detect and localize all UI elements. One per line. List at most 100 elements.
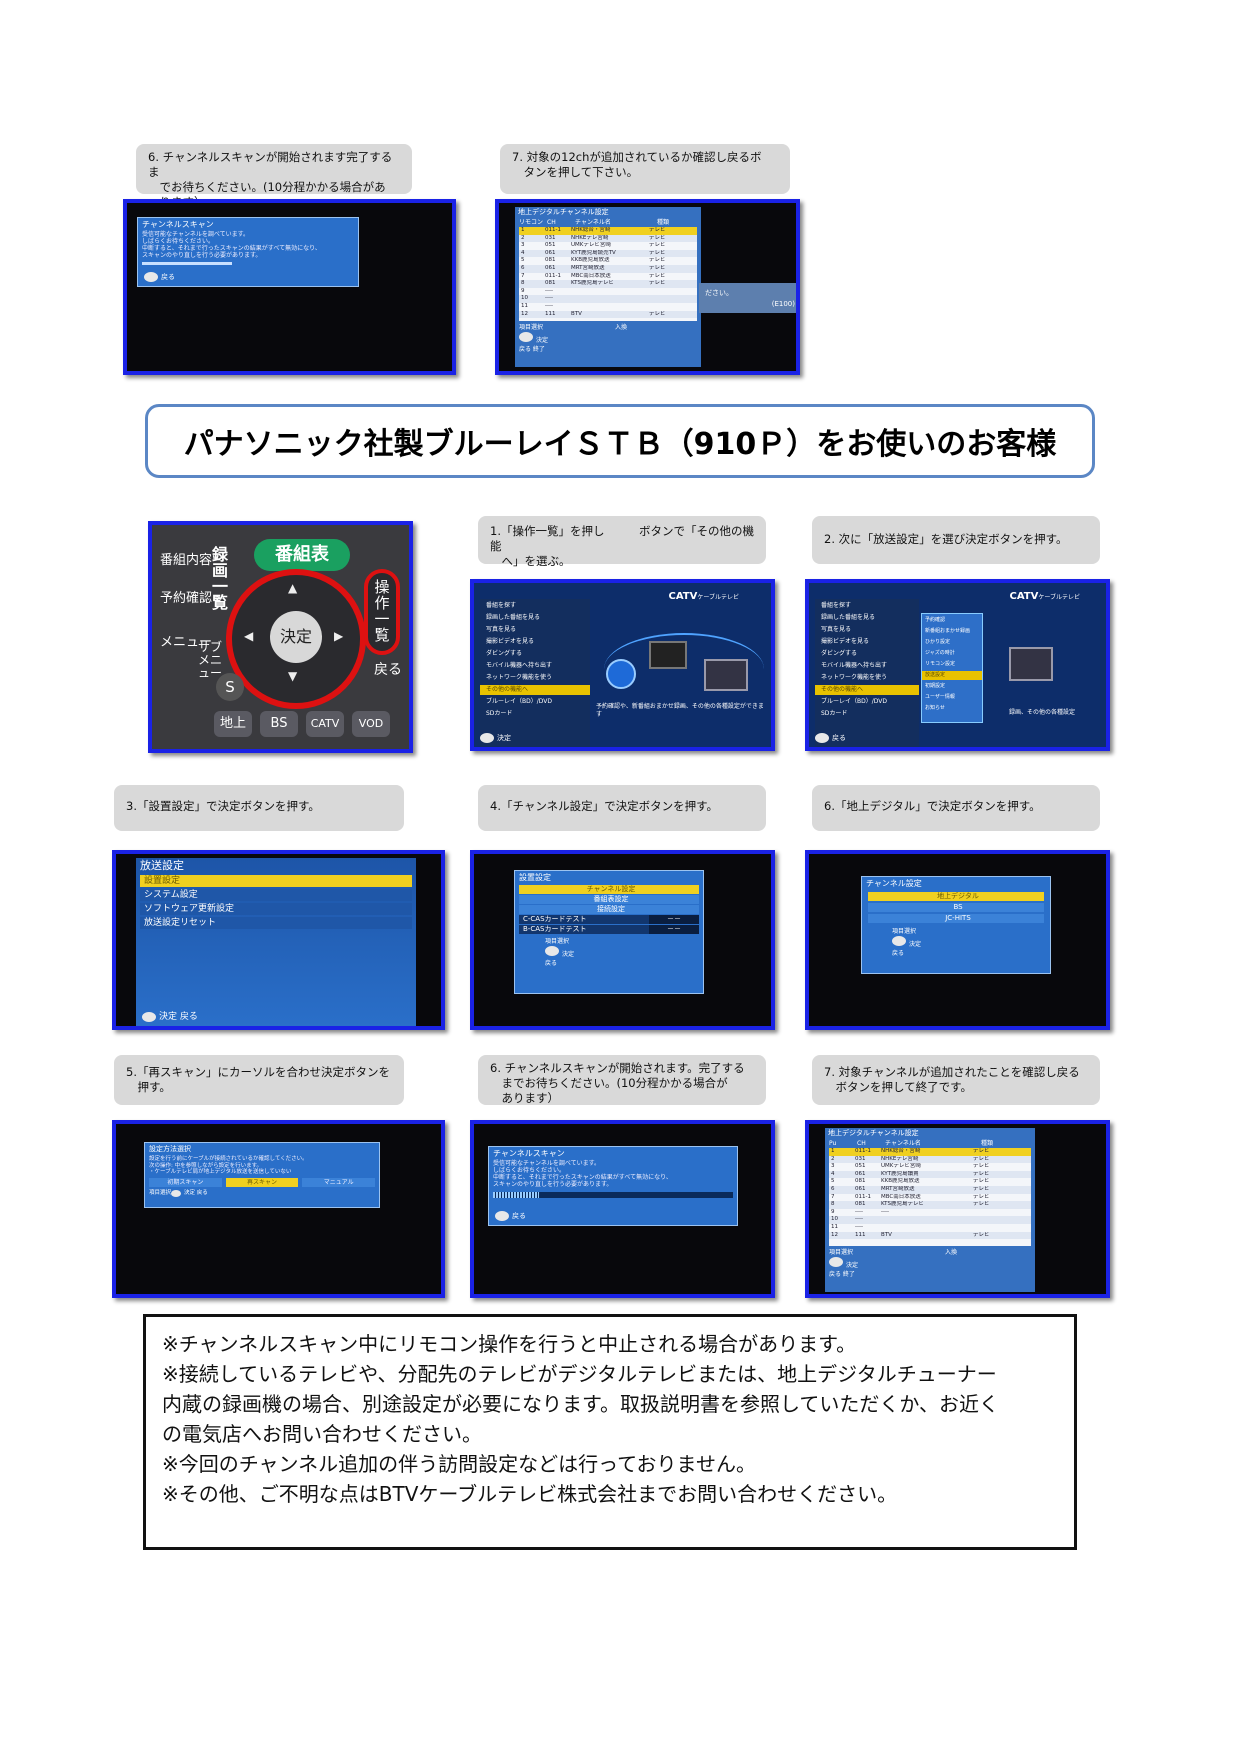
installation-settings-item[interactable]: C-CASカードテスト <box>519 915 649 924</box>
menu-item[interactable]: ブルーレイ（BD）/DVD <box>486 698 552 705</box>
broadcast-settings-item[interactable]: 放送設定リセット <box>140 917 412 929</box>
channel-ch: 031 <box>545 234 556 241</box>
installation-settings-item[interactable]: 接続設定 <box>519 905 699 914</box>
note-3: ※今回のチャンネル追加の伴う訪問設定などは行っておりません。 <box>162 1452 756 1476</box>
installation-settings-item[interactable]: 番組表設定 <box>519 895 699 904</box>
menu-item[interactable]: 番組を探す <box>486 602 517 609</box>
menu-item[interactable]: 写真を見る <box>821 626 852 633</box>
submenu-item[interactable]: ユーザー情報 <box>925 694 955 700</box>
remote-broadcast-buttons: 地上 BS CATV VOD <box>214 711 390 737</box>
submenu-item[interactable]: 放送設定 <box>922 671 982 680</box>
submenu-item[interactable]: ジャズの時計 <box>925 650 955 656</box>
remote-bs-button[interactable]: BS <box>260 711 298 737</box>
screenshot-submenu: 番組を探す録画した番組を見る写真を見る撮影ビデオを見るダビングするモバイル機器へ… <box>805 579 1110 751</box>
menu-item[interactable]: SDカード <box>821 710 848 717</box>
menu-item[interactable]: 録画した番組を見る <box>486 614 541 621</box>
channel-name <box>571 295 649 303</box>
channel-type: テレビ <box>973 1148 990 1154</box>
initial-scan-button[interactable]: 初期スキャン <box>149 1177 222 1187</box>
menu-item[interactable]: ネットワーク機能を使う <box>486 674 553 681</box>
submenu-item[interactable]: お知らせ <box>925 705 945 711</box>
menu-item[interactable]: ダビングする <box>486 650 523 657</box>
menu-item[interactable]: 撮影ビデオを見る <box>821 638 870 645</box>
channel-number: 9 <box>521 287 525 294</box>
submenu-item[interactable]: 初期設定 <box>925 683 946 689</box>
installation-settings-item[interactable]: チャンネル設定 <box>519 885 699 894</box>
header-pu: Pu <box>829 1140 837 1147</box>
menu-item[interactable]: モバイル機器へ持ち出す <box>821 662 888 669</box>
broadcast-settings-item[interactable]: 設置設定 <box>140 875 412 887</box>
remote-bangumi-button[interactable]: 番組表 <box>254 539 350 571</box>
setting-method-dialog: 設定方法選択 設定を行う前にケーブルが接続されているか確認してください。 次の操… <box>144 1142 380 1208</box>
menu-item[interactable]: ネットワーク機能を使う <box>821 674 888 681</box>
menu-item[interactable]: モバイル機器へ持ち出す <box>486 662 553 669</box>
installation-settings-row: 接続設定 <box>519 905 699 914</box>
submenu-item[interactable]: 新番組おまかせ録画 <box>925 628 971 634</box>
menu-item[interactable]: その他の機能へ <box>815 685 919 695</box>
channel-row[interactable]: 9-------- <box>829 1209 1031 1217</box>
installation-settings-footer: 項目選択 決定 戻る <box>515 935 703 970</box>
manual-button[interactable]: マニュアル <box>302 1177 376 1187</box>
channel-settings-item[interactable]: JC-HITS <box>868 914 1044 923</box>
channel-row[interactable]: 10---- <box>829 1216 1031 1224</box>
channel-settings-item[interactable]: 地上デジタル <box>868 892 1044 901</box>
menu-item[interactable]: ブルーレイ（BD）/DVD <box>821 698 887 705</box>
test-status-dash: －－ <box>649 915 699 924</box>
broadcast-settings-item[interactable]: ソフトウェア更新設定 <box>140 903 412 915</box>
scan-progress-fill <box>493 1192 539 1198</box>
step-3-label: 3.「設置設定」で決定ボタンを押す。 <box>114 785 404 831</box>
menu-item[interactable]: 録画した番組を見る <box>821 614 876 621</box>
remote-vod-button[interactable]: VOD <box>352 711 390 737</box>
submenu-item[interactable]: リモコン設定 <box>925 661 956 667</box>
remote-chijo-button[interactable]: 地上 <box>214 711 252 737</box>
channel-row[interactable]: 10---- <box>519 295 697 303</box>
foot-back-hint: 戻る <box>179 1011 198 1022</box>
menu-item[interactable]: 写真を見る <box>486 626 517 633</box>
menu-item[interactable]: 撮影ビデオを見る <box>486 638 535 645</box>
menu-item[interactable]: SDカード <box>486 710 513 717</box>
submenu-item[interactable]: 予約確認 <box>925 617 946 623</box>
submenu-item[interactable]: ひかり設定 <box>925 639 951 645</box>
up-arrow-icon: ▲ <box>288 581 298 595</box>
channel-row[interactable]: 11---- <box>519 303 697 311</box>
catv-logo-sub: ケーブルテレビ <box>697 594 739 601</box>
remote-kettei-button[interactable]: 決定 <box>270 611 322 663</box>
screenshot-main-menu: 番組を探す録画した番組を見る写真を見る撮影ビデオを見るダビングするモバイル機器へ… <box>470 579 775 751</box>
remote-catv-button[interactable]: CATV <box>306 711 344 737</box>
installation-settings-item[interactable]: B-CASカードテスト <box>519 925 649 934</box>
channel-ch: 081 <box>855 1178 866 1185</box>
rescan-button[interactable]: 再スキャン <box>225 1177 299 1187</box>
remote-sousa-ichiran-button[interactable]: 操作一覧 <box>364 569 400 655</box>
overlay-text: ださい。 <box>705 289 733 297</box>
broadcast-settings-item[interactable]: システム設定 <box>140 889 412 901</box>
menu-item[interactable]: ダビングする <box>821 650 858 657</box>
channel-row[interactable]: 11---- <box>829 1224 1031 1232</box>
menu-item[interactable]: その他の機能へ <box>480 685 590 695</box>
remote-s-button[interactable]: S <box>216 673 244 701</box>
wrench-icon <box>606 659 636 689</box>
channel-settings-item[interactable]: BS <box>868 903 1044 912</box>
channel-row[interactable]: 9---- <box>519 288 697 296</box>
channel-ch: 011-1 <box>545 272 561 279</box>
channel-list-footer: 項目選択 入換 決定 戻る 終了 <box>515 321 701 356</box>
menu-item[interactable]: 番組を探す <box>821 602 852 609</box>
